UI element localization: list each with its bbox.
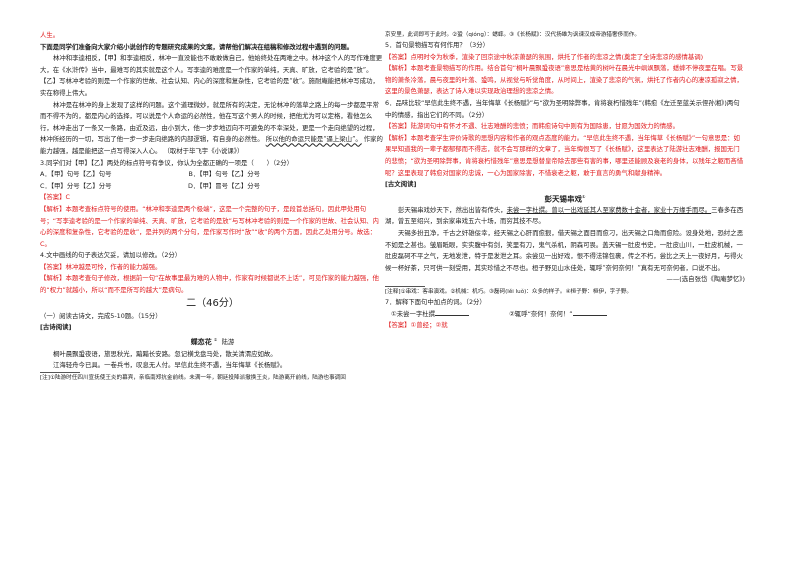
question-3-options: A．【甲】句号【乙】句号 B．【甲】句号【乙】分号 (40, 169, 260, 181)
q7-item-2-text: ②辄呼“奈何！奈何！” (509, 309, 573, 318)
q3-analysis: 【解析】本题考查标点符号的使用。“林冲和李逵是两个极端”，这是一个完整的句子，是… (40, 204, 379, 248)
classic-heading: 彭天锡串戏① (385, 191, 745, 205)
classic-title: 彭天锡串戏 (544, 194, 583, 204)
question-3-options-row2: C．【甲】分号【乙】分号 D．【甲】冒号【乙】分号 (40, 181, 260, 193)
classic-paragraph-1: 彭天锡串戏妙天下，然出出皆有传头，未尝一字杜撰。曾以一出戏延其人至家费数十金者，… (385, 205, 745, 228)
question-7: 7．解释下面句中加点的词。（2分） (385, 297, 486, 306)
passage-paragraph-1: 林冲和李逵相反，【甲】和李逵相反，林冲一直没能也不敢敢做自己，他始终处在两难之中… (40, 54, 383, 97)
classic-p1-post: 三春多在西湖，曾五至绍兴，到余家串戏五六十场，而穷其技不尽。 (385, 205, 744, 226)
passage-paragraph-2: 林冲是在林冲的身上发现了这样的问题。这个道理微妙，就是所有的决定，无论林冲的落草… (40, 100, 385, 158)
q7-item-2: ②辄呼“奈何！奈何！” (509, 309, 607, 321)
poem-author: 陆游 (221, 337, 235, 346)
classic-label: [古文阅读] (385, 180, 417, 189)
classic-source: ——(选自张岱《陶庵梦忆》) (666, 275, 745, 284)
q3-answer: 【答案】C (40, 193, 71, 202)
poem-title-note-mark: ① (213, 336, 218, 342)
section-title: 二（46分） (186, 297, 239, 309)
poem-title: 蝶恋花 (190, 337, 212, 346)
question-4: 4.文中画线的句子表达欠妥，请加以修改。（2分） (40, 251, 182, 260)
q7-answer: 【答案】①曾经；②就 (385, 321, 448, 330)
poem-line-1: 桐叶晨飘蛩夜语，旅思秋光，黯黯长安路。忽记横戈盘马处，散关清渭应如故。 (53, 349, 277, 358)
q5-analysis: 【解析】本题考查景物描写的作用。结合首句“桐叶晨飘蛩夜语”意思是枯黄的树叶在晨光… (385, 64, 744, 96)
right-top-note-continued: 京安里，此词即写于此时。②蛩（qióng）：蟋蟀。③《长杨赋》：汉代扬雄为讽谏汉… (385, 32, 640, 38)
q4-answer: 【答案】林冲越是可怜，作者的能力越强。 (40, 262, 162, 271)
left-column: 人生。 下面是同学们准备向大家介绍小说创作的专题研究成果的文案，请帮他们解决在组… (40, 30, 385, 383)
q6-answer: 【答案】陆游词句中有怀才不遇、壮志难酬的悲愤；而韩愈诗句中则有为国除患，甘愿为国… (385, 122, 679, 131)
classic-p1-underlined: 未尝一字杜撰。曾以一出戏延其人至家费数十金者，家业十万缘手而尽。 (506, 205, 712, 214)
poem-line-2: 江海轻舟今已具。一卷兵书，叹息无人付。早信此生终不遇，当年悔草《长杨赋》。 (53, 361, 287, 370)
right-column: 京安里，此词即写于此时。②蛩（qióng）：蟋蟀。③《长杨赋》：汉代扬雄为讽谏汉… (385, 30, 745, 332)
question-5: 5．首句景物描写有何作用？（3分） (385, 41, 489, 49)
q3-option-b: B．【甲】句号【乙】分号 (188, 170, 260, 179)
left-top-red-text: 人生。 (40, 31, 60, 39)
passage-source: （取材于毕飞宇《小说课》） (163, 146, 244, 155)
q4-analysis: 【解析】本题考查句子修改，根据前一句“在故事里最为难的人物中，作家有时候都说不上… (40, 274, 379, 295)
classic-title-note-mark: ① (582, 193, 586, 199)
classic-p1-pre: 彭天锡串戏妙天下，然出出皆有传头， (398, 205, 507, 214)
q7-items: ①未尝一字杜撰 ②辄呼“奈何！奈何！” (385, 309, 745, 321)
poem-label: [古诗阅读] (40, 323, 72, 332)
intro-instruction: 下面是同学们准备向大家介绍小说创作的专题研究成果的文案，请帮他们解决在组稿和修改… (40, 42, 354, 51)
q7-blank-1[interactable] (435, 309, 470, 316)
classic-note-divider (385, 285, 425, 287)
passage-paragraph-2-tail: 作家的能力越强，越是能把这一点写得深入人心。 (40, 135, 383, 155)
question-3: 3.同学们对【甲】【乙】两处的标点符号有争议，你认为全都正确的一项是（ ）（2分… (40, 158, 293, 167)
q6-analysis: 【解析】本题考查学生评价诗歌的思想内容和作者的观点态度的能力。“早信此生终不遇，… (385, 133, 744, 177)
q5-answer: 【答案】点明时令为秋季，渲染了回京途中秋凉萧瑟的氛围，烘托了作者的悲凉之情(奠定… (385, 52, 704, 61)
classic-paragraph-2: 天锡多扮丑净，千古之奸雄佞幸，经天锡之心肝而愈狠，借天锡之面目而愈刁，出天锡之口… (385, 229, 744, 272)
poem-note: [注]①陆游时任四川宣抚使王炎的幕宾，亲临南郑抗金前线。未满一年，朝廷投降派撤换… (40, 374, 346, 381)
q7-item-1-text: ①未尝一字杜撰 (391, 309, 436, 318)
poem-heading: 蝶恋花 ① 陆游 (40, 334, 385, 349)
q7-item-1: ①未尝一字杜撰 (391, 309, 470, 321)
q3-option-c: C．【甲】分号【乙】分号 (40, 181, 112, 190)
classic-note: [注释]①串戏：客串演戏。②机械：机巧。③磊砢(lěi luǒ)：众多的样子。④… (385, 288, 633, 295)
section-subtitle: （一）阅读古诗文，完成5-10题。（15分） (40, 311, 162, 320)
passage-paragraph-2-body: 林冲是在林冲的身上发现了这样的问题。这个道理微妙，就是所有的决定，无论林冲的落草… (40, 100, 379, 144)
note-divider (40, 371, 80, 373)
q3-option-a: A．【甲】句号【乙】句号 (40, 170, 112, 179)
question-6: 6．品味比较“早信此生终不遇，当年悔草《长杨赋》”与“欲为圣明除弊事，肯将衰朽惜… (385, 98, 740, 119)
q7-blank-2[interactable] (572, 309, 607, 316)
passage-wavy-sentence: 所以他的命运只能是“逼上梁山”。 (265, 135, 362, 144)
q3-option-d: D．【甲】冒号【乙】分号 (187, 181, 260, 190)
